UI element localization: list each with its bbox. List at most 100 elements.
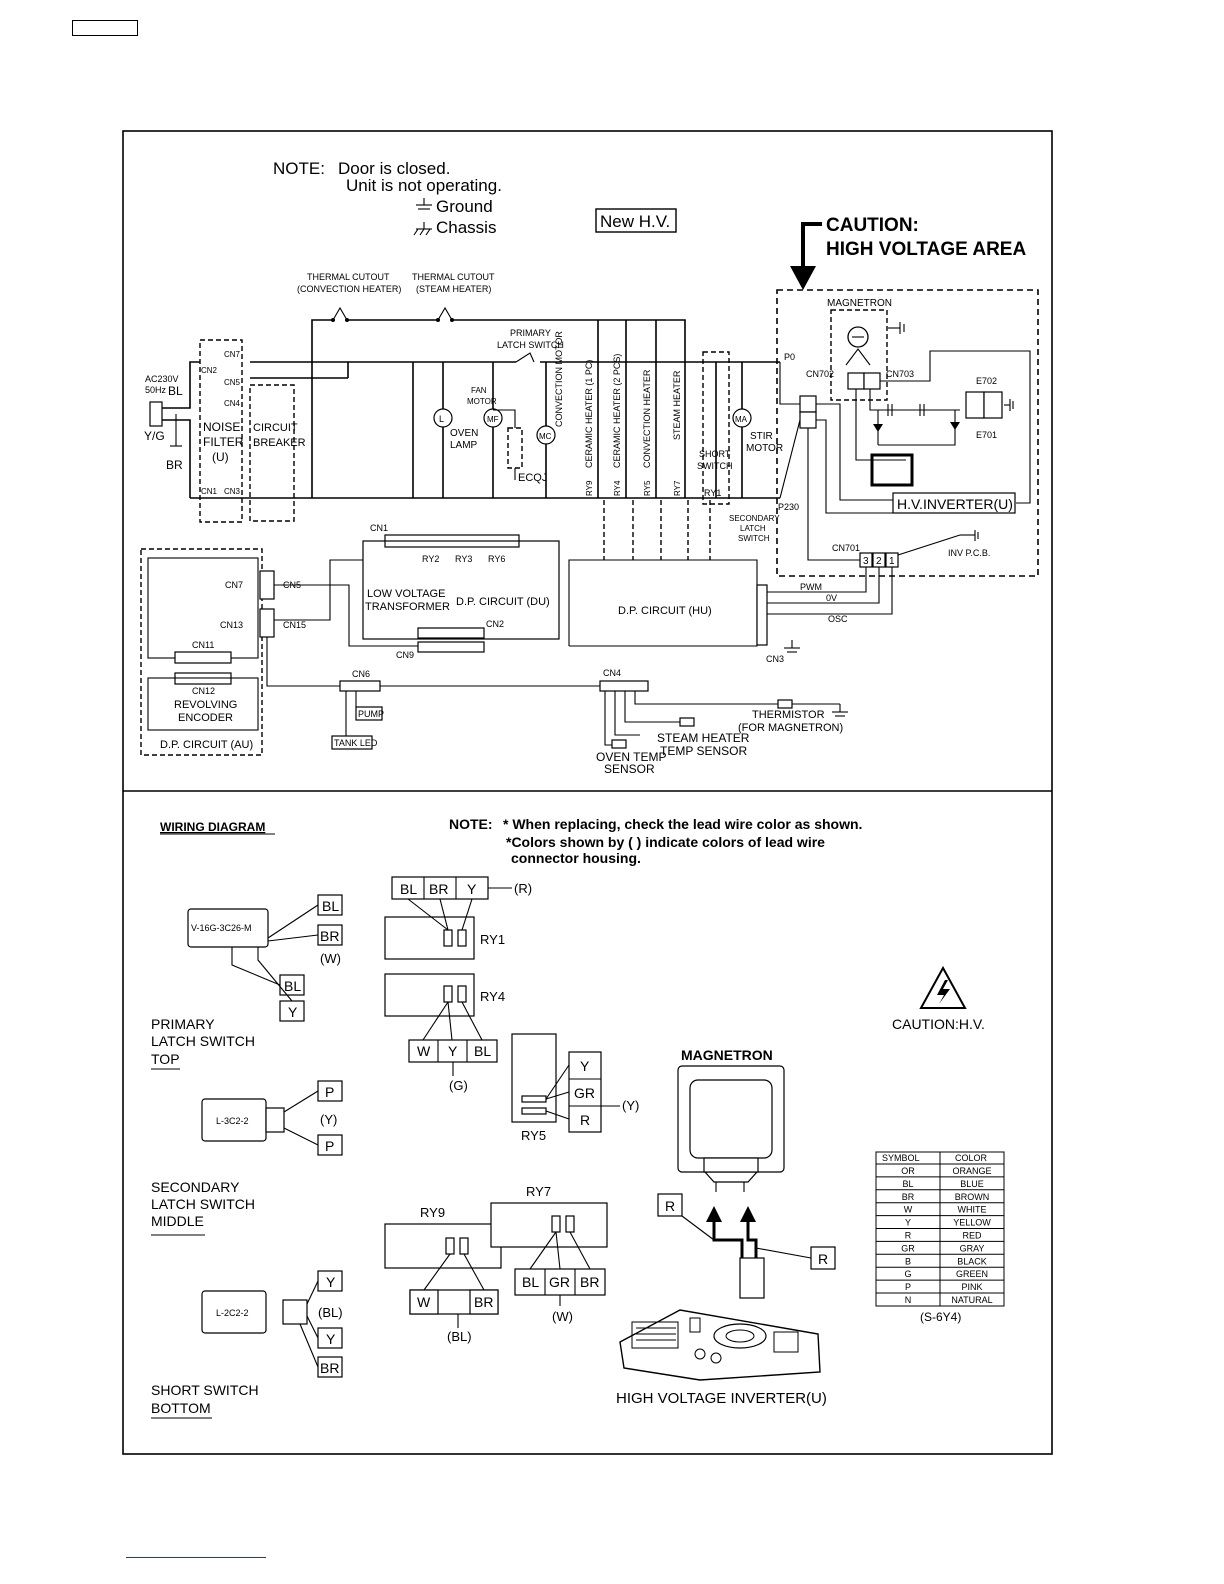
ry7-tag-br: BR [580, 1274, 599, 1290]
wiring-note-line-3: connector housing. [511, 850, 641, 866]
bl-wire-label: BL [168, 384, 183, 398]
dp-au-label: D.P. CIRCUIT (AU) [160, 739, 253, 751]
ry9-tag-box [469, 1289, 499, 1315]
convection-motor-icon [536, 425, 556, 445]
lead-wire [283, 1127, 319, 1146]
thermal-cutout-steam-sub: (STEAM HEATER) [416, 284, 491, 294]
hv-wire [779, 362, 800, 405]
color-table-symbol: W [904, 1205, 913, 1215]
magnetron-tag-r-label: R [665, 1198, 675, 1214]
low-voltage-label-2: TRANSFORMER [365, 601, 450, 613]
wire [162, 361, 200, 409]
cn9-label: CN9 [396, 650, 414, 660]
short-label-2: BOTTOM [151, 1400, 211, 1416]
cn7-au-label: CN7 [225, 580, 243, 590]
color-table-color: ORANGE [952, 1166, 991, 1176]
cn13-label: CN13 [220, 620, 243, 630]
chassis-icon [960, 530, 979, 541]
ceramic-heater-1pc-label: CERAMIC HEATER (1 PC) [584, 360, 594, 468]
low-voltage-label: LOW VOLTAGE [367, 588, 445, 600]
ry9-terminal [445, 1237, 455, 1255]
secondary-latch-label-2: LATCH [740, 524, 766, 533]
cn2-du-label: CN2 [486, 619, 504, 629]
thermal-cutout-conv-icon [331, 306, 349, 322]
ry5-label: RY5 [643, 480, 652, 496]
hv-wire [816, 419, 893, 514]
color-table-symbol: N [905, 1295, 912, 1305]
hv-wire [880, 350, 1031, 504]
fan-motor-icon [483, 408, 503, 428]
hv-inverter-label: H.V.INVERTER(U) [897, 496, 1013, 512]
thermal-cutout-conv-label: THERMAL CUTOUT [307, 272, 390, 282]
ry4-terminal [443, 985, 453, 1003]
osc-wire [767, 567, 893, 615]
steam-temp-sublabel: TEMP SENSOR [660, 744, 747, 758]
secondary-housing-color: (Y) [320, 1112, 337, 1127]
color-table-color: GRAY [960, 1243, 985, 1253]
fan-motor-symbol: MF [487, 415, 499, 424]
secondary-switch-model: L-3C2-2 [216, 1116, 249, 1126]
high-voltage-area [776, 289, 1039, 577]
magnetron-title: MAGNETRON [681, 1047, 773, 1063]
ry1-tag-bl: BL [400, 881, 417, 897]
inv-pcb-label: INV P.C.B. [948, 548, 990, 558]
cn702-plug [799, 395, 817, 413]
hv-inverter-board-illustration [619, 1309, 821, 1381]
wire [311, 319, 333, 498]
color-table-color: WHITE [958, 1205, 987, 1215]
noise-filter-label: NOISE [203, 420, 240, 434]
ry5-label-w: RY5 [521, 1128, 546, 1143]
primary-latch-label: PRIMARY [510, 328, 551, 338]
cn2-connector [417, 627, 485, 639]
hv-wire [855, 389, 906, 461]
ry5-terminal [521, 1107, 547, 1115]
color-table-color: GREEN [956, 1269, 988, 1279]
p230-label: P230 [778, 502, 799, 512]
wiring-title: WIRING DIAGRAM [160, 820, 265, 834]
chassis-icon [170, 414, 182, 447]
cn3-hu-connector [756, 584, 768, 646]
ry7-tag-bl: BL [522, 1274, 539, 1290]
cn11-label: CN11 [192, 640, 214, 650]
wiring-note-line-2: *Colors shown by ( ) indicate colors of … [506, 834, 825, 850]
oven-temp-label: OVEN TEMP [596, 750, 666, 764]
color-table-header-symbol: SYMBOL [882, 1153, 920, 1163]
magnetron-icon [845, 326, 871, 366]
short-housing-color: (BL) [318, 1305, 343, 1320]
br-wire-label: BR [166, 458, 183, 472]
color-table-symbol: GR [901, 1243, 915, 1253]
primary-label-3: TOP [151, 1051, 180, 1067]
ecqj-label: ECQJ [518, 472, 547, 484]
short-switch-housing [282, 1299, 308, 1325]
oven-temp-sublabel: SENSOR [604, 762, 655, 776]
ry9-tag-w: W [417, 1294, 431, 1310]
wire [266, 637, 340, 687]
ry1-label-w: RY1 [480, 932, 505, 947]
e701-component [983, 391, 1003, 419]
lead-wire [267, 934, 319, 942]
wire [452, 319, 686, 498]
wire [624, 691, 680, 723]
revolving-label: REVOLVING [174, 699, 237, 711]
pwm-wire [767, 567, 867, 593]
cn3-label: CN3 [224, 487, 241, 496]
ov-wire [767, 567, 880, 604]
secondary-label-2: LATCH SWITCH [151, 1196, 255, 1212]
color-table-symbol: R [905, 1231, 912, 1241]
wiring-section: WIRING DIAGRAM NOTE: * When replacing, c… [151, 816, 1005, 1419]
oven-lamp-icon [433, 408, 453, 428]
schematic-section: NOTE: Door is closed. Unit is not operat… [140, 159, 1039, 776]
ry5-housing-color: (Y) [622, 1098, 639, 1113]
circuit-breaker-label-2: BREAKER [253, 437, 306, 449]
color-table-color: NATURAL [951, 1295, 992, 1305]
cn11-connector [174, 651, 232, 664]
dp-circuit-hu-box [568, 559, 758, 647]
tank-led-box [331, 735, 373, 750]
wire [274, 584, 418, 647]
ry5-housing [568, 1051, 602, 1133]
wire-tag-br-label: BR [320, 928, 339, 944]
chassis-label: Chassis [436, 218, 496, 237]
cn4-sensor-label: CN4 [603, 668, 621, 678]
caution-subtitle: HIGH VOLTAGE AREA [826, 239, 1026, 260]
ry4-housing-color: (G) [449, 1078, 468, 1093]
